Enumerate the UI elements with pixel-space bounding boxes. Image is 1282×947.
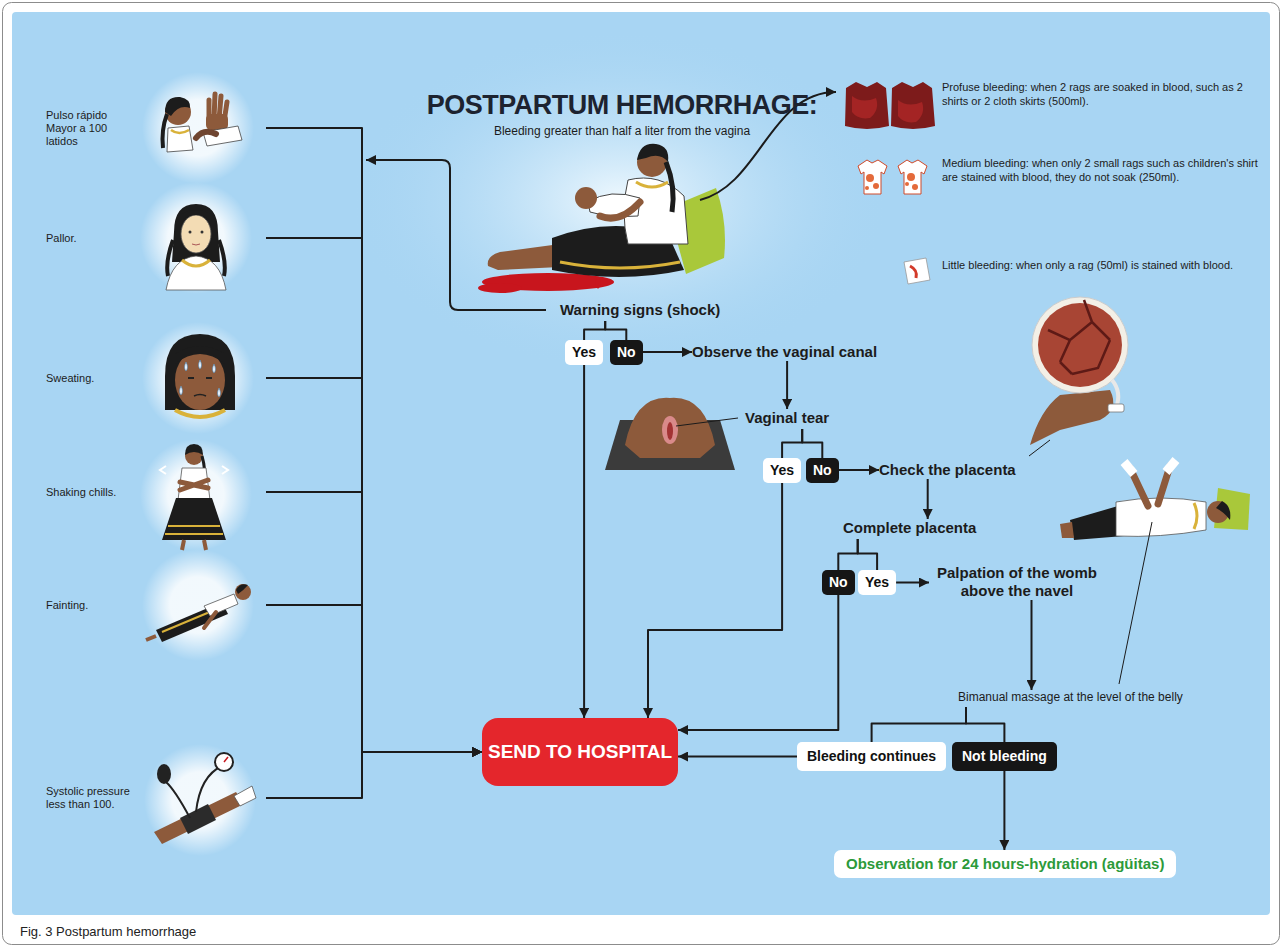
connector <box>678 595 838 730</box>
outcome-box: Not bleeding <box>952 742 1057 771</box>
warning-sign: Pulso rápido Mayor a 100 latidos <box>46 96 266 160</box>
flow-note: Bimanual massage at the level of the bel… <box>958 690 1183 705</box>
yes-box: Yes <box>858 570 896 595</box>
bleeding-note: Medium bleeding: when only 2 small rags … <box>942 156 1260 184</box>
connector <box>266 605 482 752</box>
connector <box>839 469 879 471</box>
warning-sign: Systolic pressure less than 100. <box>46 766 266 830</box>
node-text: Not bleeding <box>962 748 1047 765</box>
connector <box>896 582 929 584</box>
bleeding-note: Little bleeding: when only a rag (50ml) … <box>942 258 1260 272</box>
node-text: Yes <box>572 344 596 361</box>
node-text: Sweating. <box>46 372 136 385</box>
node-text: Check the placenta <box>879 461 1016 479</box>
warning-sign: Pallor. <box>46 206 266 270</box>
title: POSTPARTUM HEMORRHAGE: <box>372 90 872 120</box>
connector <box>927 479 929 519</box>
node-text: No <box>829 574 848 591</box>
hospital-box: SEND TO HOSPITAL <box>482 718 678 786</box>
connector <box>872 707 966 742</box>
node-text: No <box>617 344 636 361</box>
node-text: SEND TO HOSPITAL <box>488 741 672 763</box>
node-text: Bleeding continues <box>807 748 936 765</box>
node-text: Fainting. <box>46 599 136 612</box>
flow-step: Complete placenta <box>843 519 976 537</box>
connector <box>266 378 482 752</box>
node-text: Pallor. <box>46 232 136 245</box>
node-text: Warning signs (shock) <box>560 301 720 319</box>
connector <box>858 539 877 570</box>
flow-step: Observe the vaginal canal <box>692 343 877 361</box>
connector <box>584 321 605 340</box>
connector <box>643 351 692 353</box>
no-box: No <box>806 458 839 483</box>
connector <box>266 492 482 752</box>
node-text: Observation for 24 hours-hydration (agüi… <box>846 855 1164 873</box>
connector <box>678 756 797 758</box>
connector <box>782 429 802 458</box>
flow-step: Check the placenta <box>879 461 1016 479</box>
connector <box>786 361 788 409</box>
yes-box: Yes <box>763 458 801 483</box>
bleeding-note: Profuse bleeding: when 2 rags are soaked… <box>942 80 1260 108</box>
node-text: Pulso rápido Mayor a 100 latidos <box>46 109 136 148</box>
connector <box>838 539 857 570</box>
node-text: Systolic pressure less than 100. <box>46 785 136 811</box>
connector <box>802 429 822 458</box>
connector <box>1003 771 1005 850</box>
connector <box>605 321 626 340</box>
node-text: Bimanual massage at the level of the bel… <box>958 690 1183 705</box>
connector <box>648 483 782 718</box>
connector <box>583 365 585 718</box>
no-box: No <box>610 340 643 365</box>
no-box: No <box>822 570 855 595</box>
node-text: Shaking chills. <box>46 486 136 499</box>
yes-box: Yes <box>565 340 603 365</box>
connector <box>1031 600 1033 690</box>
connector <box>266 238 482 752</box>
connector <box>266 752 482 798</box>
node-text: Observe the vaginal canal <box>692 343 877 361</box>
warning-sign: Sweating. <box>46 346 266 410</box>
observation-box: Observation for 24 hours-hydration (agüi… <box>834 850 1176 878</box>
node-text: Palpation of the womb above the navel <box>929 564 1105 600</box>
flow-step: Vaginal tear <box>745 409 829 427</box>
node-text: Yes <box>865 574 889 591</box>
node-text: Complete placenta <box>843 519 976 537</box>
warning-sign: Fainting. <box>46 573 266 637</box>
node-text: Vaginal tear <box>745 409 829 427</box>
subtitle: Bleeding greater than half a liter from … <box>422 124 822 139</box>
connector <box>266 128 482 752</box>
node-text: No <box>813 462 832 479</box>
flow-step: Warning signs (shock) <box>560 301 720 319</box>
flow-step: Palpation of the womb above the navel <box>929 564 1105 600</box>
connector <box>966 707 1004 742</box>
outcome-box: Bleeding continues <box>797 742 946 771</box>
warning-sign: Shaking chills. <box>46 460 266 524</box>
node-text: Yes <box>770 462 794 479</box>
caption: Fig. 3 Postpartum hemorrhage <box>20 924 196 940</box>
